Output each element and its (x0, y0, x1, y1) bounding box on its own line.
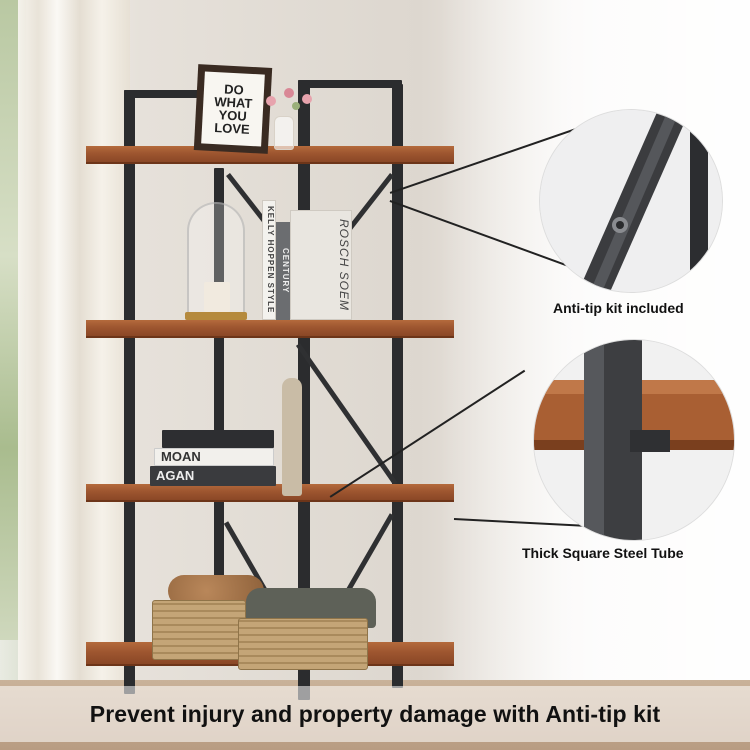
book-spine: KELLY HOPPEN STYLE (262, 200, 276, 320)
top-rail-left (124, 90, 214, 98)
caption-text: Prevent injury and property damage with … (89, 700, 661, 727)
steel-tube-zoom-circle (534, 340, 734, 540)
picture-frame: DO WHAT YOU LOVE (193, 64, 273, 154)
stacked-book (162, 430, 274, 448)
callout-label-steel-tube: Thick Square Steel Tube (522, 545, 684, 561)
stacked-book: AGAN (150, 466, 276, 486)
shelf-board-1 (86, 146, 454, 164)
anti-tip-zoom-circle (540, 110, 722, 292)
back-left-post (214, 168, 224, 588)
ceramic-vase (282, 378, 302, 496)
stacked-book: MOAN (154, 448, 274, 466)
shelf-board-3 (86, 484, 454, 502)
front-left-post (124, 90, 135, 694)
woven-basket (152, 600, 246, 660)
candle (204, 282, 230, 312)
glass-vase (274, 116, 294, 150)
callout-label-anti-tip: Anti-tip kit included (553, 300, 684, 316)
cross-brace (295, 343, 398, 486)
steel-tube-detail (534, 340, 734, 540)
shelf-board-2 (86, 320, 454, 338)
back-right-post (392, 84, 403, 688)
flowers (262, 88, 320, 148)
woven-basket (238, 618, 368, 670)
top-rail-right (298, 80, 402, 88)
cloche-base (185, 312, 247, 320)
curtain (18, 0, 130, 690)
book-spine: ROSCH SOEM (290, 210, 352, 320)
anti-tip-detail (540, 110, 722, 292)
frame-text: DO WHAT YOU LOVE (201, 71, 265, 147)
caption-banner: Prevent injury and property damage with … (0, 686, 750, 742)
book-spine: CENTURY (276, 222, 290, 320)
